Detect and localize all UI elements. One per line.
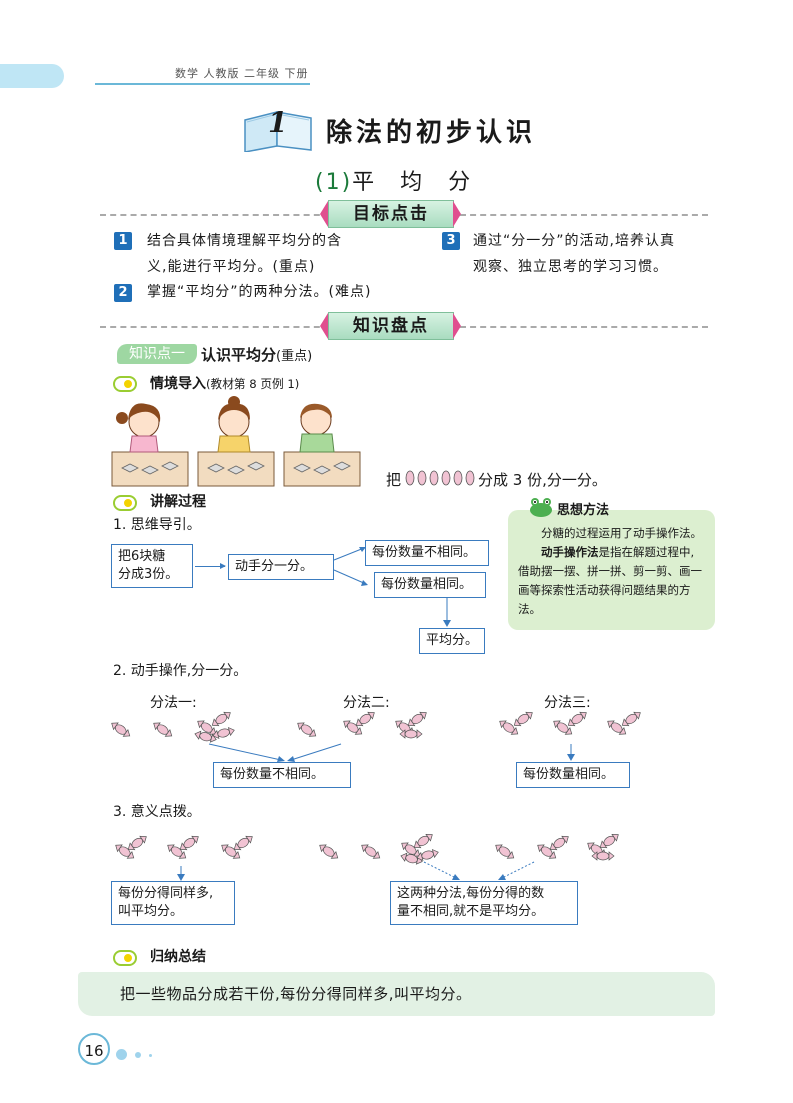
step1-title: 1. 思维导引。	[113, 517, 201, 533]
goal-number: 1	[114, 232, 132, 250]
flow-arrow	[195, 563, 226, 569]
footer-dot	[135, 1052, 141, 1058]
chapter-number: 1	[268, 106, 288, 139]
six-candies-icon	[405, 470, 475, 486]
divider-left	[100, 214, 330, 216]
task-suffix: 分成 3 份,分一分。	[478, 471, 607, 489]
goal-3-line2: 观察、独立思考的学习习惯。	[473, 259, 668, 275]
method2-label: 分法二:	[343, 695, 390, 711]
step3-arrow-left	[177, 866, 185, 881]
lesson-number: (1)	[315, 170, 353, 195]
knowledge-point-title: 认识平均分(重点)	[201, 344, 312, 365]
goal-2: 掌握“平均分”的两种分法。(难点)	[147, 284, 372, 300]
intro-label: 情境导入	[150, 376, 206, 392]
goal-1: 结合具体情境理解平均分的含 义,能进行平均分。(重点)	[147, 228, 342, 280]
summary-heading: 归纳总结	[150, 949, 206, 965]
step2-title: 2. 动手操作,分一分。	[113, 663, 248, 679]
method-title: 思想方法	[557, 503, 610, 518]
bullet-icon	[113, 495, 137, 511]
method-p1: 分糖的过程运用了动手操作法。	[541, 526, 702, 540]
intro-heading: 情境导入(教材第 8 页例 1)	[150, 373, 299, 393]
step3-right-box: 这两种分法,每份分得的数 量不相同,就不是平均分。	[390, 881, 578, 925]
lesson-name: 平 均 分	[352, 170, 473, 195]
step2-equal-box: 每份数量相同。	[516, 762, 630, 788]
method3-label: 分法三:	[544, 695, 591, 711]
task-prefix: 把	[386, 471, 402, 489]
flow-down-arrow	[443, 598, 451, 627]
divider-left	[100, 326, 330, 328]
header-divider	[95, 83, 310, 85]
children-illustration	[111, 396, 361, 487]
divider-right	[460, 326, 708, 328]
section-marker-left	[320, 313, 328, 339]
section-marker-right	[453, 201, 461, 227]
section-goals-label: 目标点击	[328, 200, 454, 228]
knowledge-point-tag: 知识点一	[117, 344, 197, 364]
goal-3-line1: 通过“分一分”的活动,培养认真	[473, 233, 675, 249]
kp-title-text: 认识平均分	[201, 346, 277, 364]
header-tab	[0, 64, 64, 88]
flow-action-box: 动手分一分。	[228, 554, 334, 580]
intro-ref: (教材第 8 页例 1)	[206, 377, 300, 391]
chapter-title: 除法的初步认识	[326, 118, 537, 148]
method-p2-rest: 是指在解题过程中,借助摆一摆、拼一拼、剪一剪、画一画等探索性活动获得问题结果的方…	[518, 545, 702, 616]
flow-unequal-box: 每份数量不相同。	[365, 540, 489, 566]
bullet-icon	[113, 950, 137, 966]
section-knowledge-label: 知识盘点	[328, 312, 454, 340]
flow-branch-arrows	[333, 547, 368, 586]
step3-title: 3. 意义点拨。	[113, 804, 201, 820]
step2-arrows-unequal	[208, 743, 342, 762]
footer-dot	[116, 1049, 127, 1060]
goal-1-line1: 结合具体情境理解平均分的含	[147, 233, 342, 249]
book-icon	[244, 111, 312, 152]
step3-arrows-right	[423, 861, 535, 880]
goal-number: 3	[442, 232, 460, 250]
section-marker-left	[320, 201, 328, 227]
method1-label: 分法一:	[150, 695, 197, 711]
flow-result-box: 平均分。	[419, 628, 485, 654]
section-marker-right	[453, 313, 461, 339]
lesson-title: (1)平 均 分	[315, 164, 472, 196]
process-heading: 讲解过程	[150, 494, 206, 510]
summary-text: 把一些物品分成若干份,每份分得同样多,叫平均分。	[78, 972, 715, 1016]
goal-1-line2: 义,能进行平均分。(重点)	[147, 259, 316, 275]
divider-right	[460, 214, 708, 216]
step2-unequal-box: 每份数量不相同。	[213, 762, 351, 788]
goal-number: 2	[114, 284, 132, 302]
candy-groups-step3	[113, 834, 621, 866]
step2-arrow-equal	[567, 744, 575, 761]
flow-start-box: 把6块糖 分成3份。	[111, 544, 193, 588]
step3-left-box: 每份分得同样多, 叫平均分。	[111, 881, 235, 925]
frog-icon	[530, 498, 552, 517]
flow-equal-box: 每份数量相同。	[374, 572, 486, 598]
book-info: 数学 人教版 二年级 下册	[175, 67, 309, 80]
method-p2-bold: 动手操作法	[541, 545, 599, 559]
goal-3: 通过“分一分”的活动,培养认真 观察、独立思考的学习习惯。	[473, 228, 675, 280]
bullet-icon	[113, 376, 137, 392]
footer-dot	[149, 1054, 152, 1057]
method-panel: 分糖的过程运用了动手操作法。 动手操作法是指在解题过程中,借助摆一摆、拼一拼、剪…	[508, 510, 715, 630]
kp-note: (重点)	[276, 349, 313, 364]
page-number: 16	[78, 1033, 110, 1065]
